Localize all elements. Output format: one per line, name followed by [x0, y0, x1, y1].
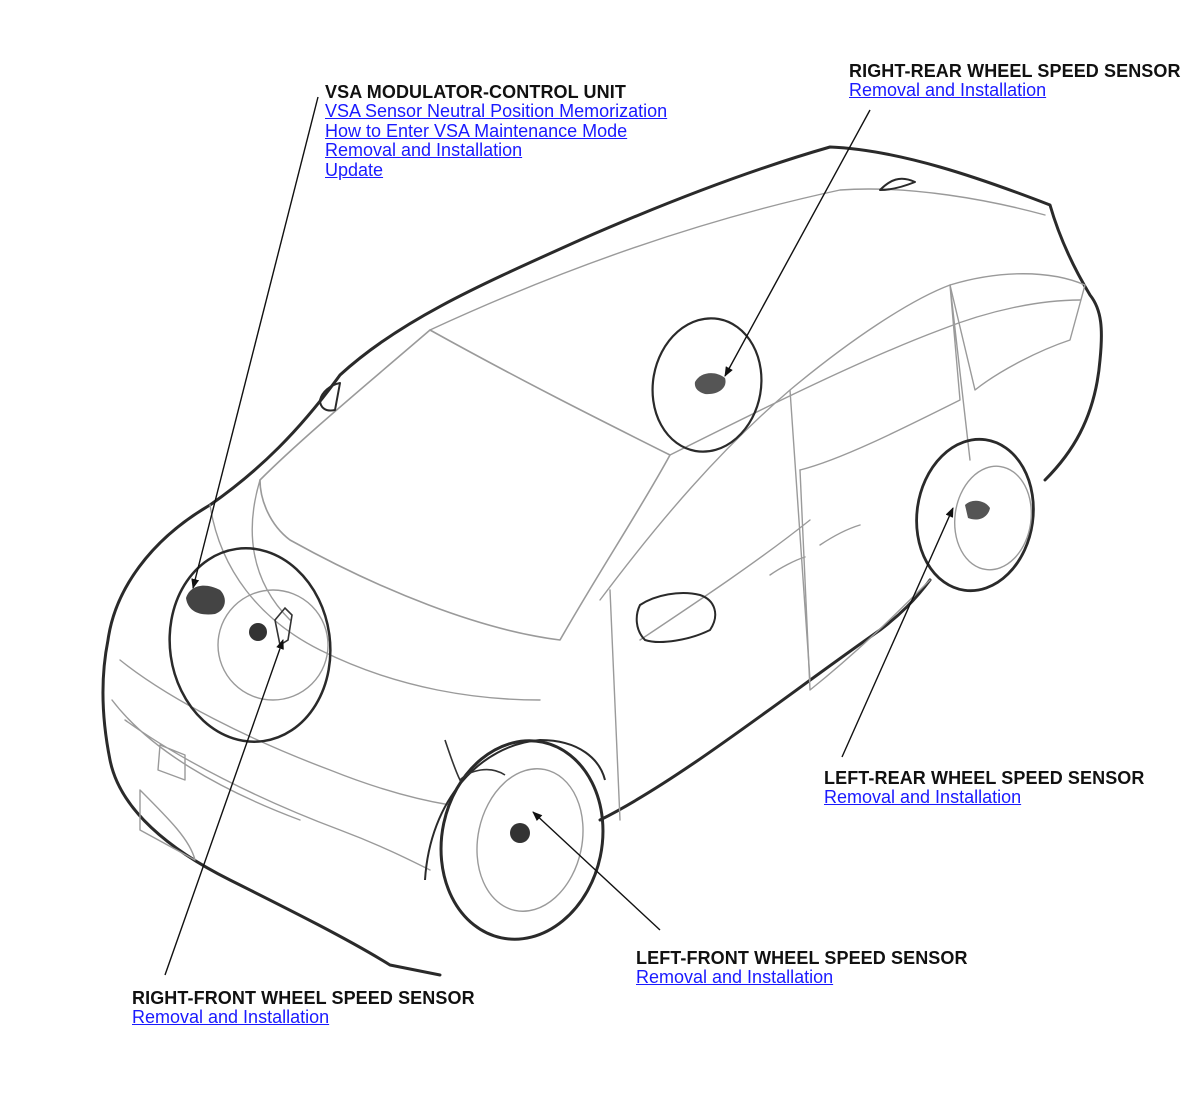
left-front-harness-icon: [444, 739, 506, 782]
minivan-illustration: [101, 145, 1103, 977]
right-front-callout: RIGHT-FRONT WHEEL SPEED SENSOR Removal a…: [132, 988, 475, 1028]
left-front-fender: [424, 738, 606, 881]
vsa-modulator-icon: [186, 585, 225, 615]
left-front-hub: [476, 768, 584, 912]
roof-antenna: [879, 177, 916, 191]
left-rear-removal-link[interactable]: Removal and Installation: [824, 787, 1022, 807]
side-window-frame: [599, 284, 971, 681]
left-front-title: LEFT-FRONT WHEEL SPEED SENSOR: [636, 948, 968, 968]
left-front-sensor-icon: [510, 823, 530, 843]
left-rear-sensor-icon: [965, 500, 990, 520]
roof-line: [429, 188, 1081, 456]
rear-spoiler: [319, 382, 341, 412]
vsa-title: VSA MODULATOR-CONTROL UNIT: [325, 82, 626, 102]
left-rear-hub: [953, 465, 1033, 571]
vsa-callout: VSA MODULATOR-CONTROL UNIT VSA Sensor Ne…: [325, 82, 667, 180]
right-front-wheel-circle: [168, 547, 332, 743]
vsa-update-link[interactable]: Update: [325, 159, 384, 180]
right-front-title: RIGHT-FRONT WHEEL SPEED SENSOR: [132, 988, 475, 1008]
left-rear-title: LEFT-REAR WHEEL SPEED SENSOR: [824, 768, 1145, 788]
right-front-hub: [217, 589, 329, 701]
leader-lines: [164, 96, 954, 976]
right-front-leader: [164, 639, 284, 976]
right-rear-sensor-icon: [694, 373, 726, 395]
vsa-leader: [191, 96, 319, 589]
windshield: [259, 329, 671, 641]
sliding-door: [609, 469, 931, 821]
vsa-removal-link[interactable]: Removal and Installation: [325, 140, 523, 160]
body-outline: [101, 145, 1103, 977]
vsa-neutral-position-link[interactable]: VSA Sensor Neutral Position Memorization: [325, 101, 668, 121]
left-rear-leader: [841, 507, 954, 758]
right-rear-title: RIGHT-REAR WHEEL SPEED SENSOR: [849, 61, 1181, 81]
vsa-maintenance-mode-link[interactable]: How to Enter VSA Maintenance Mode: [325, 120, 628, 141]
lower-sill: [598, 578, 932, 822]
right-front-removal-link[interactable]: Removal and Installation: [132, 1007, 330, 1027]
left-rear-callout: LEFT-REAR WHEEL SPEED SENSOR Removal and…: [824, 768, 1145, 808]
right-front-sensor-icon: [249, 623, 267, 641]
rear-glass: [949, 273, 1086, 391]
left-front-removal-link[interactable]: Removal and Installation: [636, 967, 834, 987]
left-front-callout: LEFT-FRONT WHEEL SPEED SENSOR Removal an…: [636, 948, 968, 988]
right-rear-leader: [724, 109, 871, 377]
left-rear-wheel: [915, 437, 1035, 593]
right-rear-removal-link[interactable]: Removal and Installation: [849, 80, 1047, 100]
left-front-leader: [532, 811, 661, 931]
right-rear-callout: RIGHT-REAR WHEEL SPEED SENSOR Removal an…: [849, 61, 1181, 101]
right-rear-wheel-circle: [651, 317, 763, 453]
front-fascia: [111, 659, 451, 871]
side-mirror: [635, 592, 717, 643]
detail-circles: [168, 317, 1035, 941]
hood-line: [209, 479, 541, 701]
left-front-wheel: [439, 739, 605, 941]
component-glyphs: [186, 373, 990, 843]
